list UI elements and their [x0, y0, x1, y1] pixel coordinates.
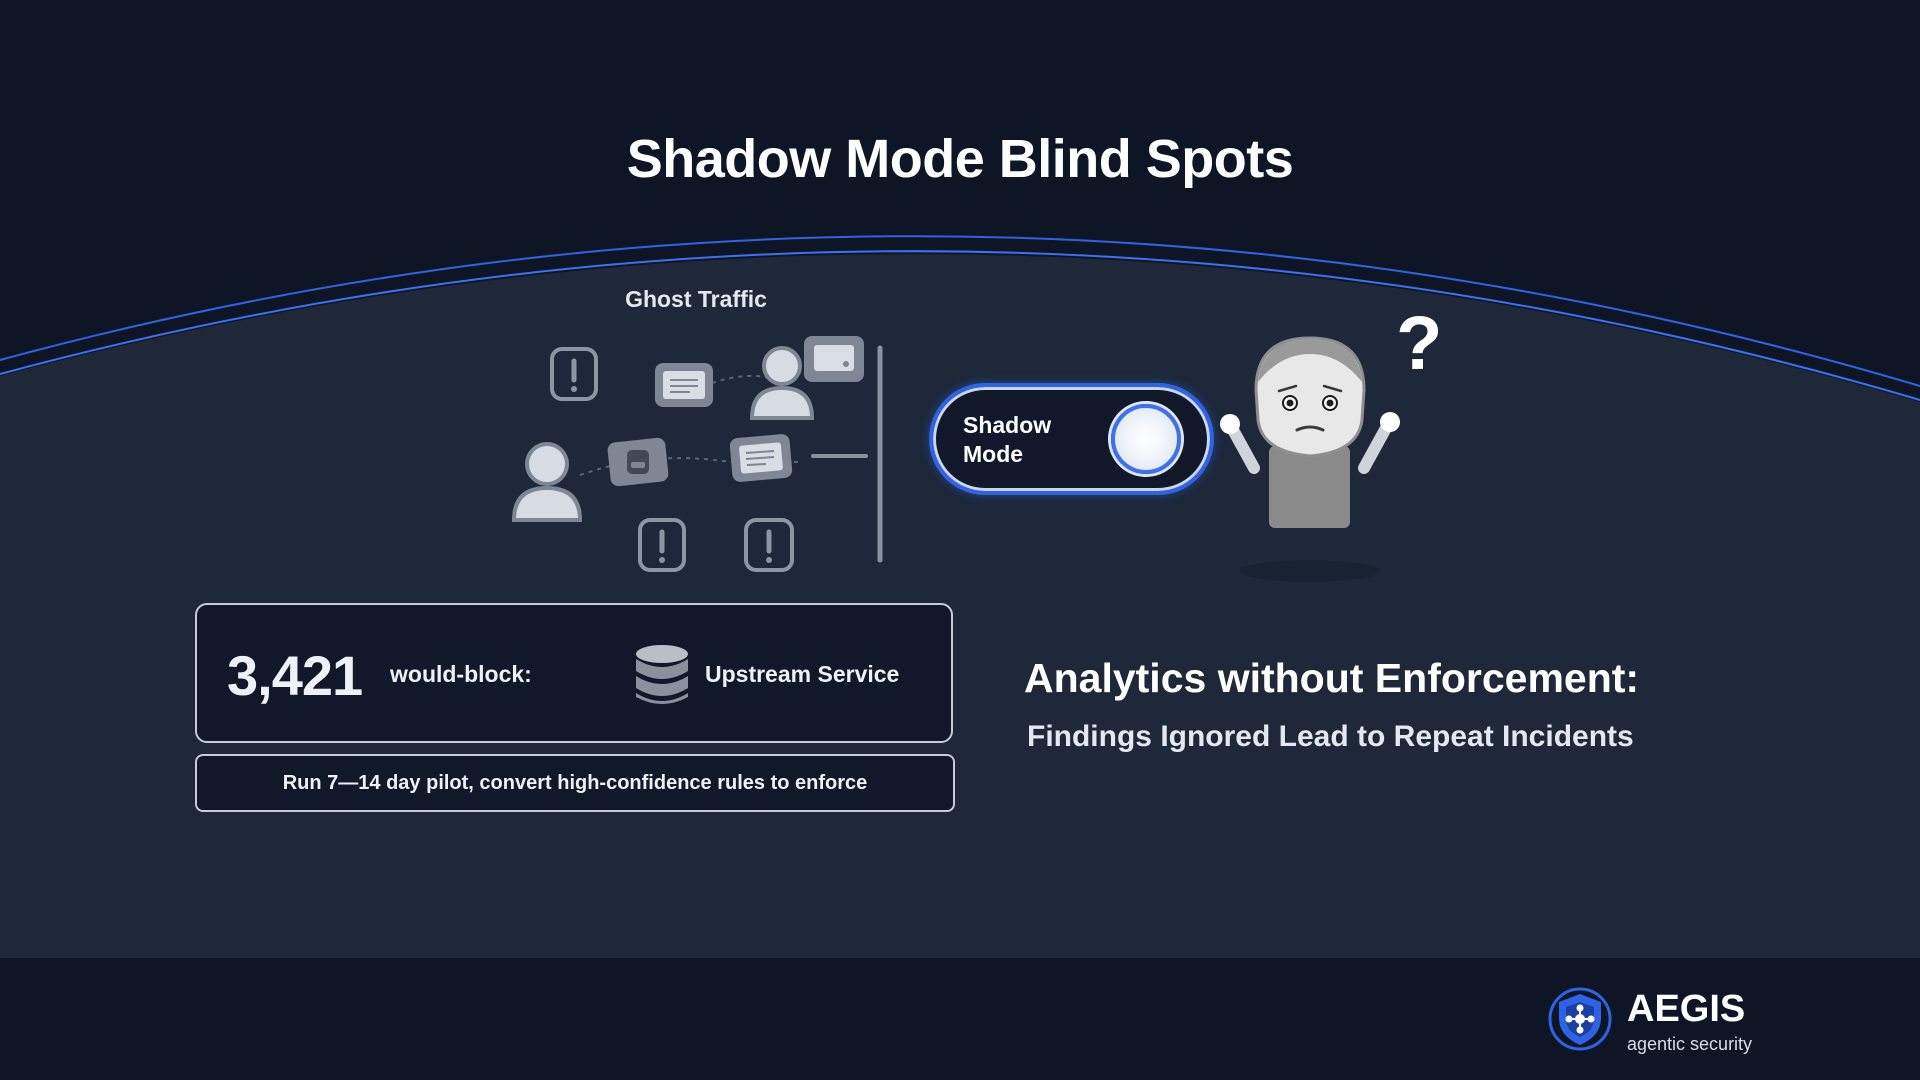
- would-block-count: 3,421: [227, 644, 363, 707]
- ghost-traffic-label: Ghost Traffic: [625, 286, 767, 312]
- character-right-hand: [1380, 412, 1400, 432]
- pilot-recommendation: Run 7—14 day pilot, convert high-confide…: [195, 754, 955, 812]
- card-icon: [804, 336, 864, 382]
- character-left-arm: [1226, 422, 1260, 474]
- shield-icon: [1548, 987, 1612, 1051]
- character-mouth: [1295, 425, 1325, 432]
- brand-name: AEGIS: [1627, 988, 1746, 1030]
- shadow-mode-toggle[interactable]: Shadow Mode: [929, 383, 1214, 495]
- toggle-knob[interactable]: [1111, 404, 1181, 474]
- character-left-eye: [1286, 399, 1294, 407]
- horizon-arc-inner: [0, 250, 1920, 401]
- traffic-path: [579, 457, 800, 476]
- would-block-stat-card: 3,421 would-block: Upstream Service: [195, 603, 953, 743]
- alert-icon: [744, 518, 794, 572]
- question-mark: ?: [1396, 301, 1443, 386]
- ghost-traffic-illustration: [511, 336, 883, 572]
- subheadline: Findings Ignored Lead to Repeat Incident…: [1027, 720, 1634, 753]
- message-icon: [729, 434, 793, 482]
- shadow-mode-toggle-label: Shadow Mode: [963, 412, 1052, 467]
- would-block-label: would-block:: [390, 661, 532, 687]
- page-title: Shadow Mode Blind Spots: [626, 129, 1294, 189]
- brand-tagline: agentic security: [1627, 1034, 1753, 1054]
- character-body: [1269, 446, 1350, 528]
- user-icon: [511, 442, 583, 522]
- character-right-arm: [1358, 422, 1392, 474]
- message-icon: [655, 363, 713, 407]
- alert-icon: [638, 518, 686, 572]
- character-head: [1254, 336, 1366, 458]
- confused-character: [1220, 336, 1400, 582]
- horizon-arc-outer: [0, 235, 1920, 387]
- alert-icon: [550, 347, 598, 401]
- user-icon: [749, 346, 815, 420]
- upstream-service-label: Upstream Service: [705, 661, 900, 687]
- key-icon: [607, 437, 669, 487]
- character-hair: [1258, 338, 1362, 382]
- database-icon: [636, 645, 688, 704]
- character-right-eye: [1326, 399, 1334, 407]
- character-left-hand: [1220, 414, 1240, 434]
- headline: Analytics without Enforcement:: [1024, 655, 1640, 701]
- character-shadow: [1240, 560, 1380, 582]
